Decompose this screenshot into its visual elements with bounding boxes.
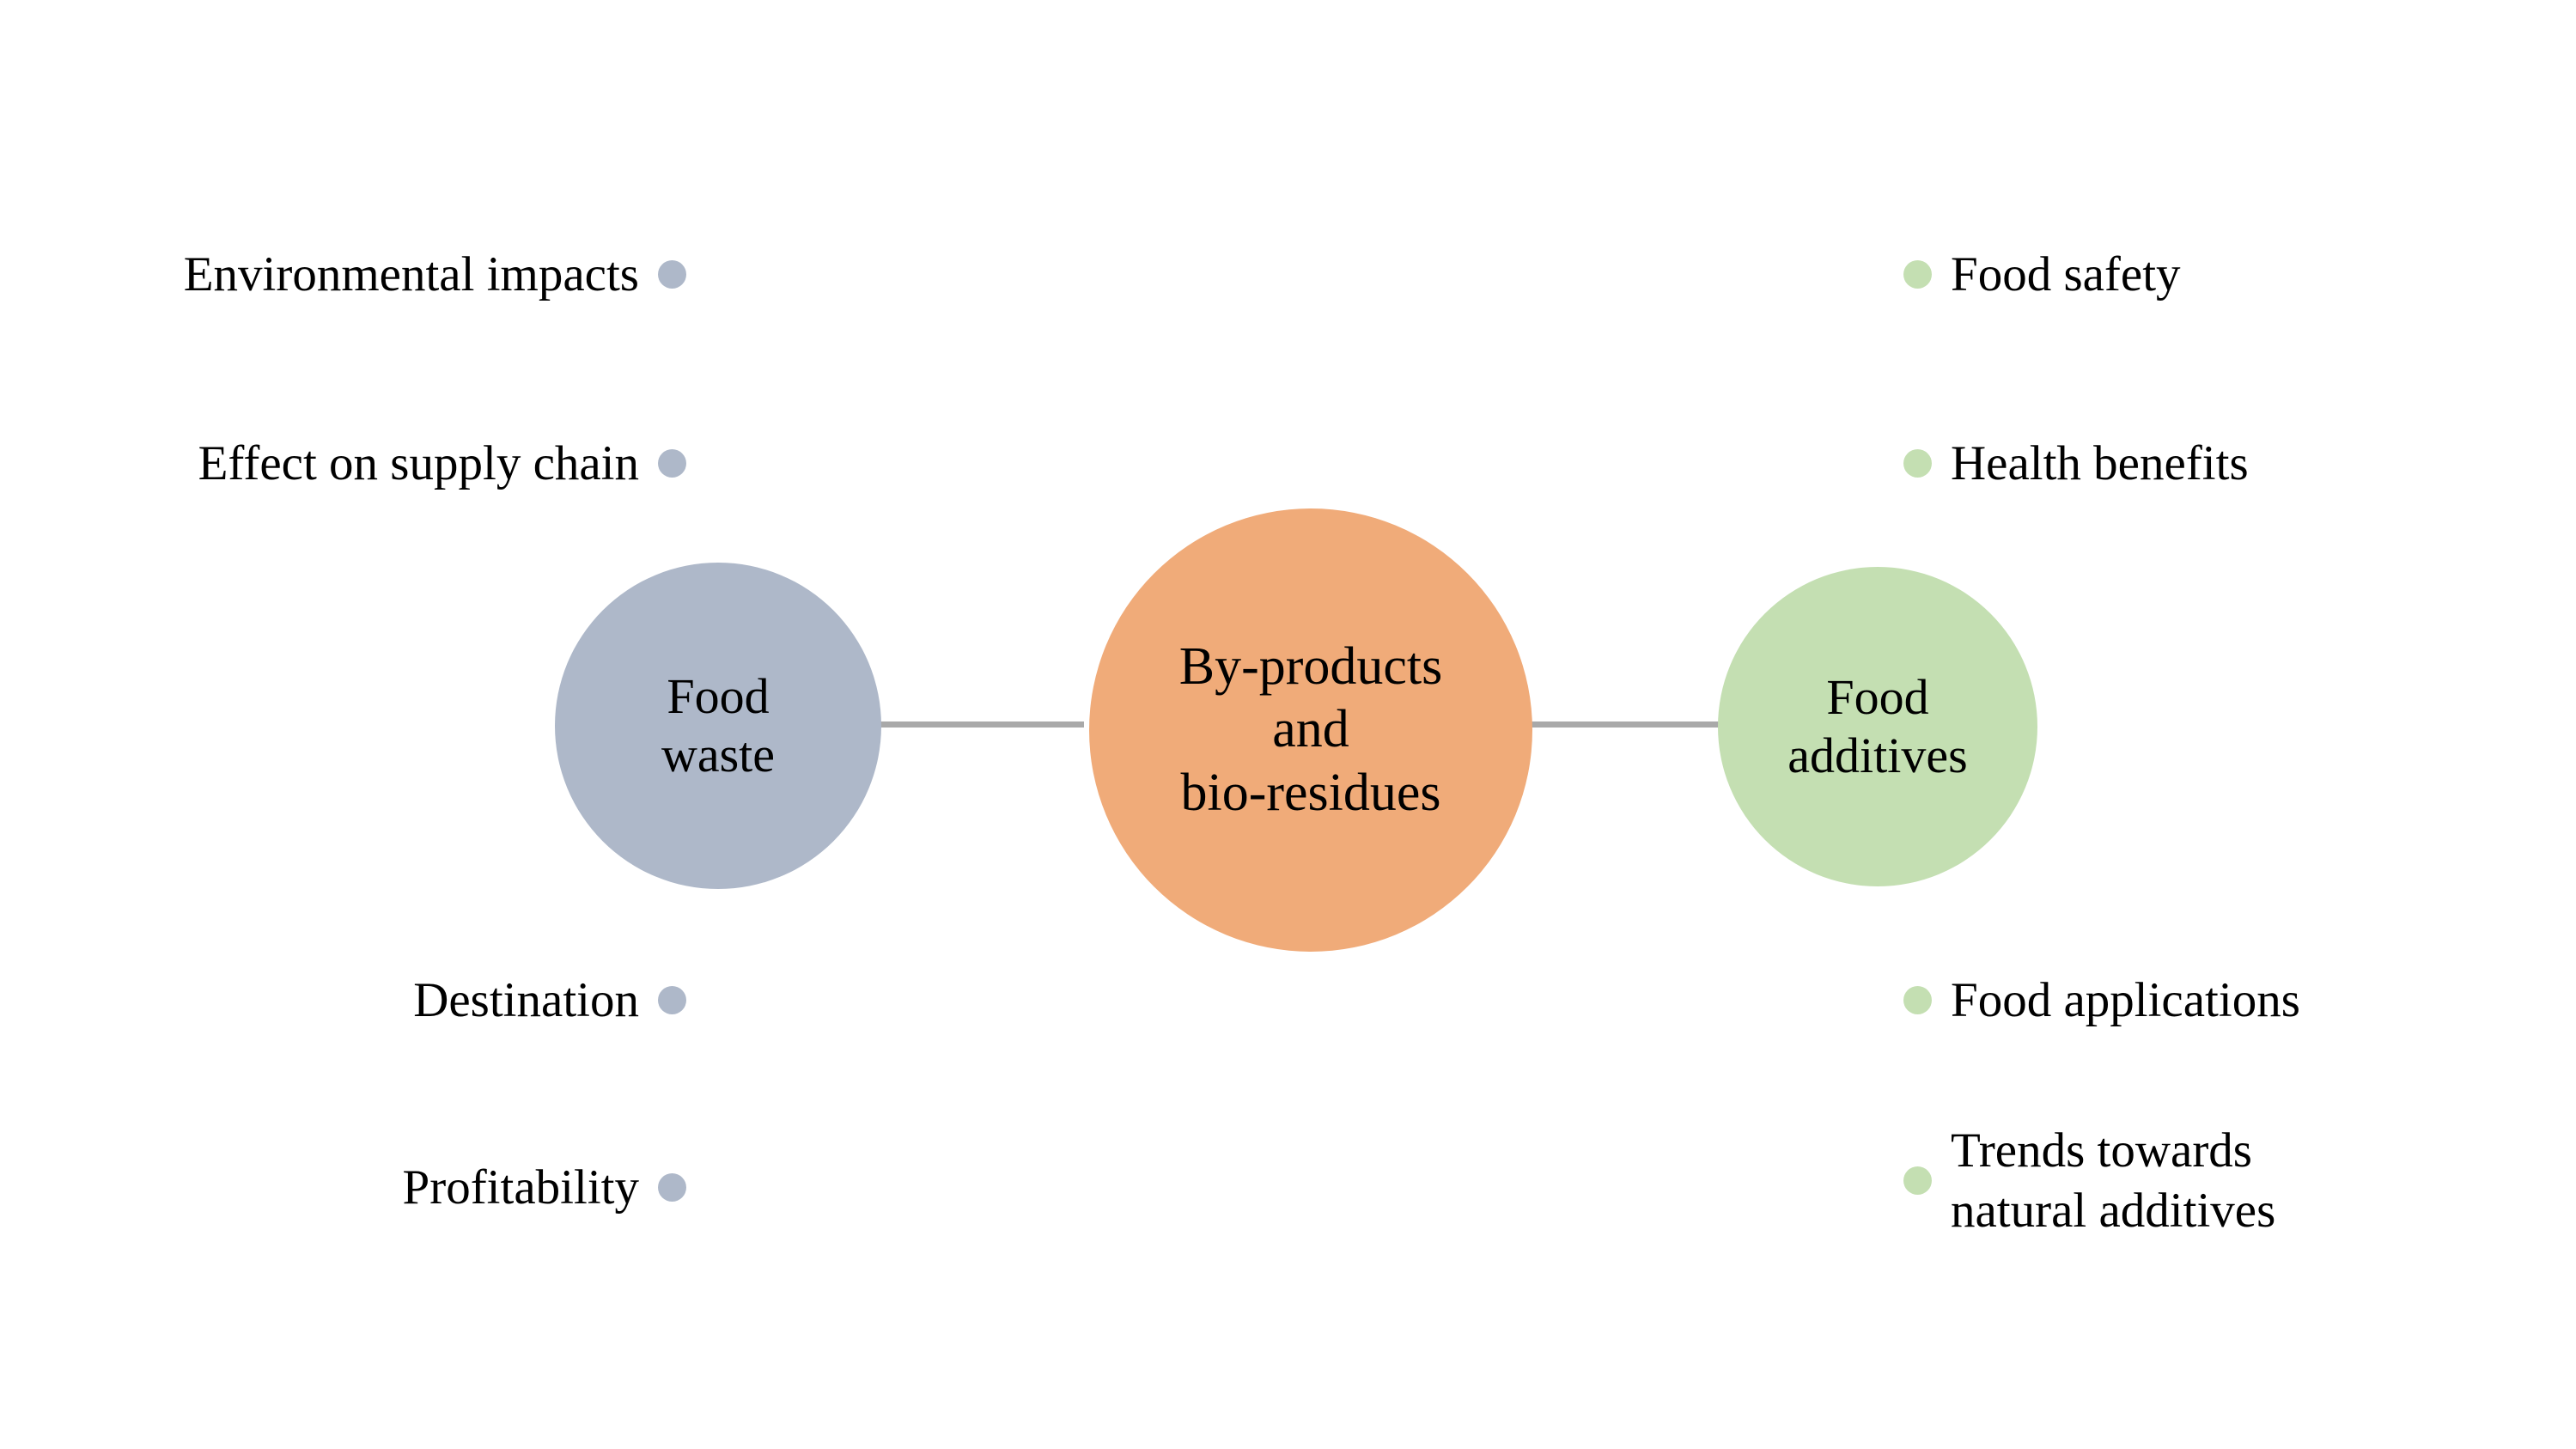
satellite-trends-towards-natural-additives: Trends towards natural additives [1903, 1121, 2275, 1240]
satellite-label: Food safety [1951, 247, 2181, 301]
node-food-additives: Food additives [1718, 567, 2037, 886]
connector-food-waste-to-byproducts [869, 721, 1084, 728]
bullet-dot-icon [658, 1173, 686, 1202]
bullet-dot-icon [1903, 449, 1932, 478]
node-food-waste-label: Food waste [661, 667, 776, 782]
satellite-label: Destination [413, 973, 639, 1027]
satellite-label: Environmental impacts [183, 247, 639, 301]
node-byproducts-and-bio-residues: By-products and bio-residues [1089, 508, 1532, 952]
satellite-label: Food applications [1951, 973, 2300, 1027]
satellite-label: Trends towards natural additives [1951, 1123, 2276, 1238]
node-byproducts-label: By-products and bio-residues [1178, 637, 1443, 822]
bullet-dot-icon [658, 449, 686, 478]
satellite-health-benefits: Health benefits [1903, 434, 2249, 494]
satellite-label: Effect on supply chain [198, 436, 639, 490]
connector-byproducts-to-food-additives [1507, 721, 1722, 728]
bullet-dot-icon [1903, 260, 1932, 289]
bullet-dot-icon [658, 986, 686, 1015]
node-food-additives-label: Food additives [1787, 668, 1968, 783]
satellite-label: Profitability [402, 1160, 639, 1215]
bullet-dot-icon [1903, 986, 1932, 1015]
satellite-food-applications: Food applications [1903, 971, 2300, 1031]
bullet-dot-icon [658, 260, 686, 289]
satellite-effect-on-supply-chain: Effect on supply chain [198, 434, 686, 494]
satellite-label: Health benefits [1951, 436, 2249, 490]
satellite-profitability: Profitability [403, 1158, 686, 1218]
satellite-environmental-impacts: Environmental impacts [184, 245, 686, 305]
satellite-food-safety: Food safety [1903, 245, 2181, 305]
node-food-waste: Food waste [555, 563, 881, 889]
satellite-destination: Destination [413, 971, 686, 1031]
bullet-dot-icon [1903, 1166, 1932, 1196]
